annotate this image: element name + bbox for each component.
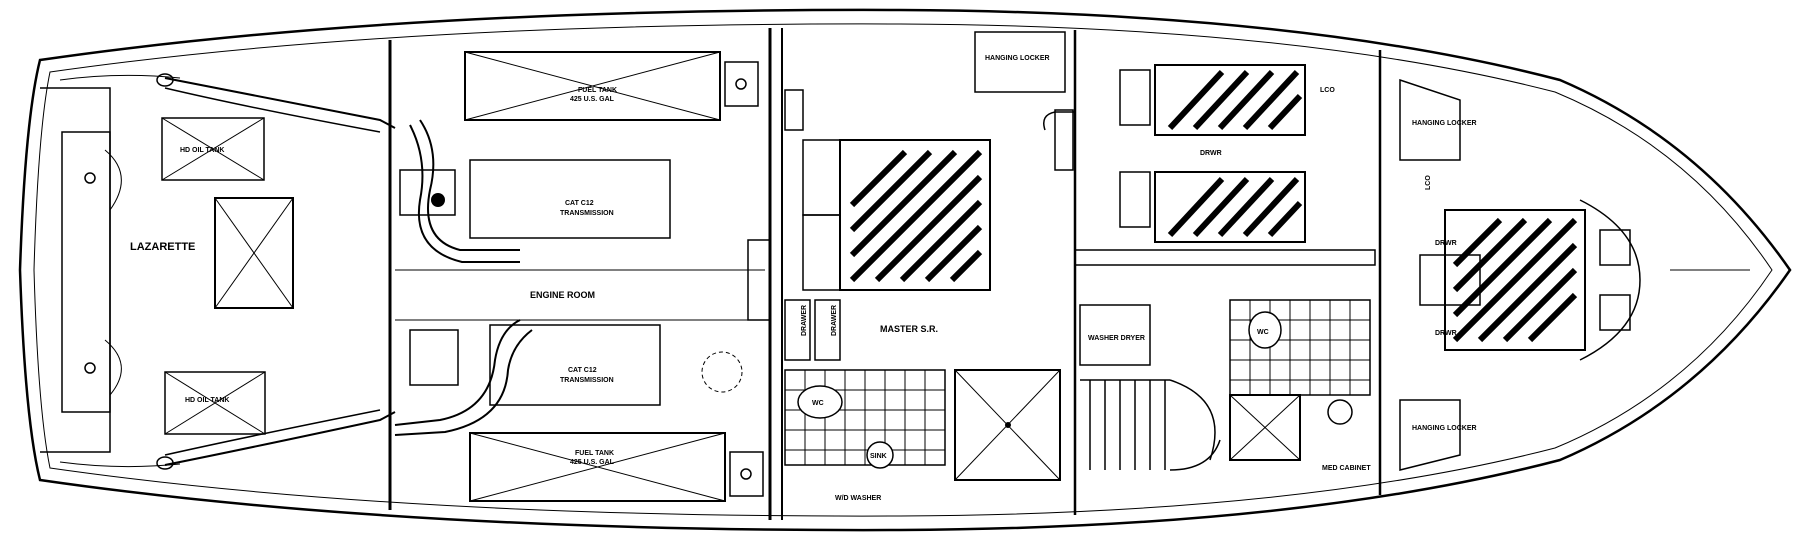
exhaust-outlet-bottom — [156, 456, 174, 470]
lazarette-label: LAZARETTE — [130, 241, 195, 253]
nightstand-top — [802, 139, 841, 216]
shelf-master — [784, 89, 804, 131]
hanging-locker-master — [974, 31, 1066, 93]
lco-fwd-label: LCO — [1425, 175, 1432, 190]
guest-berth-bottom — [1154, 171, 1306, 243]
drawer-master-right — [814, 299, 841, 361]
fuel-tank-top — [464, 51, 721, 121]
wc-fwd-label: WC — [1257, 329, 1269, 336]
washer-dryer-label: WASHER DRYER — [1088, 335, 1145, 342]
tank-bottom — [164, 371, 266, 435]
fuel-tank-bottom — [469, 432, 726, 502]
lazarette-hatch — [214, 197, 294, 309]
dwr-fwd-top-label: DRWR — [1435, 240, 1457, 247]
guest-berth-top-hatching — [1167, 69, 1303, 131]
tank-bottom-label: HD OIL TANK — [185, 397, 229, 404]
sink-master-icon — [866, 441, 894, 469]
drawer-master-left — [784, 299, 811, 361]
hanging-locker-mid-label: HANGING LOCKER — [985, 55, 1050, 62]
sink-fwd-icon — [1327, 399, 1353, 425]
guest-berth-top — [1154, 64, 1306, 136]
engine-room-label: ENGINE ROOM — [530, 290, 595, 300]
stern-rail-bottom — [59, 461, 181, 468]
companionway-stairs — [1080, 379, 1221, 471]
genset-panel — [747, 239, 771, 321]
vip-berth — [1444, 209, 1586, 351]
wc-master-icon — [797, 385, 843, 419]
forward-shower — [1229, 394, 1301, 461]
washer-dryer — [1079, 304, 1151, 366]
hanging-locker-fwd-bottom-label: HANGING LOCKER — [1412, 425, 1477, 432]
dwr-mid-label: DRWR — [1200, 150, 1222, 157]
exhaust-outlet-top — [156, 73, 174, 87]
washer-label: W/D WASHER — [835, 495, 881, 502]
vip-berth-hatch — [1419, 254, 1481, 306]
hull-inner-line — [33, 23, 1773, 517]
master-sr-label: MASTER S.R. — [880, 324, 938, 334]
lco-top-label: LCO — [1320, 87, 1335, 94]
hanging-locker-fwd-bottom — [1399, 399, 1461, 471]
med-cabinet-label: MED CABINET — [1322, 465, 1371, 472]
lazarette-locker — [61, 131, 111, 413]
deck-fill-top — [84, 172, 96, 184]
master-head-tile — [784, 369, 946, 466]
sink-label: SINK — [870, 453, 887, 460]
tank-top — [161, 117, 265, 181]
dwr-fwd-bottom-label: DRWR — [1435, 330, 1457, 337]
master-shower — [954, 369, 1061, 481]
hull-outline — [18, 8, 1792, 532]
fuel-tank-bottom-capacity: 425 U.S. GAL — [570, 459, 615, 466]
sea-strainer — [701, 351, 743, 393]
fuel-fill-bottom — [729, 451, 764, 497]
tank-top-label: HD OIL TANK — [180, 147, 224, 154]
nightstand-bottom — [802, 214, 841, 291]
exhaust-bottom — [164, 411, 396, 466]
fuel-tank-top-label: FUEL TANK — [578, 87, 617, 94]
drwr-master-right-label: DRAWER — [831, 305, 838, 336]
engine-top-label: CAT C12 — [565, 200, 594, 207]
forward-head-tile — [1229, 299, 1371, 396]
exhaust-top — [164, 77, 396, 129]
deck-fill-bottom — [84, 362, 96, 374]
master-bed-hatching — [849, 149, 983, 283]
vip-berth-hatching — [1452, 217, 1578, 343]
fuel-tank-top-capacity: 425 U.S. GAL — [570, 96, 615, 103]
drwr-master-left-label: DRAWER — [801, 305, 808, 336]
wc-master-label: WC — [812, 400, 824, 407]
engine-top-sub: TRANSMISSION — [560, 210, 614, 217]
guest-berth-bottom-hatching — [1167, 176, 1303, 238]
hanging-locker-fwd-top — [1399, 78, 1461, 161]
hanging-locker-fwd-top-label: HANGING LOCKER — [1412, 120, 1477, 127]
wc-fwd-icon — [1248, 311, 1282, 349]
fuel-fill-top — [724, 61, 759, 107]
stern-platform — [40, 87, 111, 453]
engine-bottom-label: CAT C12 — [568, 367, 597, 374]
engine-top — [469, 159, 671, 239]
engine-bottom — [489, 324, 661, 406]
fuel-tank-bottom-label: FUEL TANK — [575, 450, 614, 457]
stern-rail-top — [59, 74, 181, 81]
engine-bottom-sub: TRANSMISSION — [560, 377, 614, 384]
